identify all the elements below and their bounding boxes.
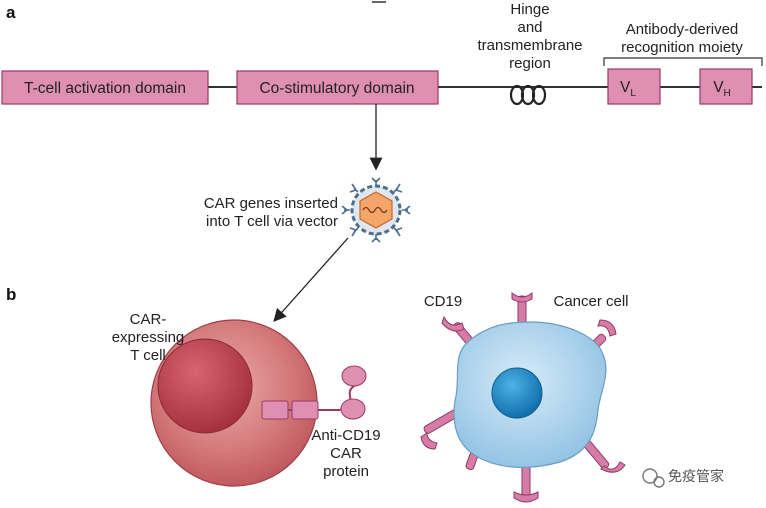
car-protein-label-line3: protein — [323, 463, 369, 480]
car-protein-label-line1: Anti-CD19 — [311, 427, 380, 444]
car-tcell-label-line1: CAR- — [130, 311, 167, 328]
tcell-activation-domain: T-cell activation domain — [1, 70, 209, 105]
vh-sub: H — [724, 88, 731, 99]
hinge-label: Hinge and transmembrane region — [477, 1, 582, 72]
vl-domain: VL — [607, 68, 661, 105]
car-protein-icon — [261, 365, 367, 420]
hinge-label-line1: Hinge — [510, 1, 549, 18]
costimulatory-domain: Co-stimulatory domain — [236, 70, 439, 105]
wechat-icon — [642, 468, 658, 484]
panel-a-label: a — [6, 3, 16, 22]
car-t-cell — [150, 319, 318, 487]
panel-b-label: b — [6, 285, 16, 304]
tcell-activation-label: T-cell activation domain — [24, 80, 186, 97]
car-tcell-label: CAR- expressing T cell — [112, 311, 185, 364]
car-protein-label: Anti-CD19 CAR protein — [311, 427, 380, 480]
antibody-label: Antibody-derived recognition moiety — [621, 21, 743, 56]
hinge-label-line3: transmembrane — [477, 37, 582, 54]
svg-text:VH: VH — [713, 79, 731, 99]
car-tcell-label-line2: expressing — [112, 329, 185, 346]
cancer-cell — [420, 291, 626, 503]
vector-label: CAR genes inserted into T cell via vecto… — [204, 195, 338, 230]
hinge-coil-icon — [509, 84, 547, 106]
antibody-label-line2: recognition moiety — [621, 39, 743, 56]
costimulatory-label: Co-stimulatory domain — [259, 80, 414, 97]
svg-text:VL: VL — [620, 79, 636, 99]
vector-label-line2: into T cell via vector — [206, 213, 338, 230]
vector-label-line1: CAR genes inserted — [204, 195, 338, 212]
viral-vector-icon — [341, 177, 411, 243]
watermark-text: 免疫管家 — [668, 468, 724, 485]
car-protein-label-line2: CAR — [330, 445, 362, 462]
vh-main: V — [713, 79, 724, 96]
antibody-label-line1: Antibody-derived — [626, 21, 739, 38]
arrow-to-tcell — [273, 237, 349, 322]
watermark: 免疫管家 — [642, 468, 724, 488]
vl-sub: L — [630, 88, 636, 99]
cd19-label: CD19 — [424, 293, 462, 310]
hinge-label-line2: and — [517, 19, 542, 36]
antibody-bracket — [603, 57, 763, 66]
vh-domain: VH — [699, 68, 753, 105]
vl-main: V — [620, 79, 631, 96]
car-tcell-label-line3: T cell — [130, 347, 166, 364]
cancer-cell-label: Cancer cell — [553, 293, 628, 310]
hinge-label-line4: region — [509, 55, 551, 72]
